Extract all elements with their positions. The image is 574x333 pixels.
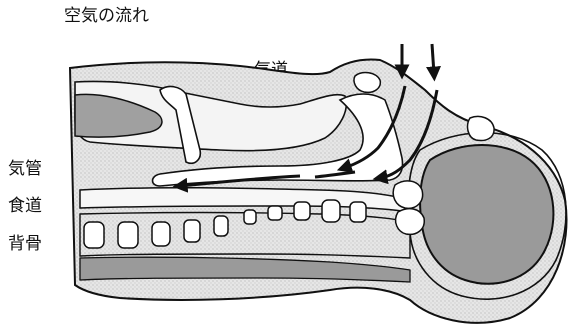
vertebra-8 (294, 202, 310, 220)
vertebra-10 (350, 202, 366, 222)
airflow-arrow-down-2 (432, 44, 434, 74)
vertebra-9 (322, 200, 340, 222)
epiglottis-bone (468, 116, 495, 140)
vertebra-6 (244, 210, 256, 224)
nasal-bone (354, 73, 380, 93)
skull-dark-mass (420, 145, 553, 284)
vertebra-7 (268, 206, 282, 220)
vertebra-4 (184, 220, 200, 242)
vertebra-1 (84, 222, 104, 248)
cervical-bone-1 (393, 181, 422, 208)
cervical-bone-2 (396, 209, 425, 235)
vertebra-5 (214, 216, 228, 236)
vertebra-2 (118, 222, 138, 248)
vertebra-3 (152, 222, 170, 246)
